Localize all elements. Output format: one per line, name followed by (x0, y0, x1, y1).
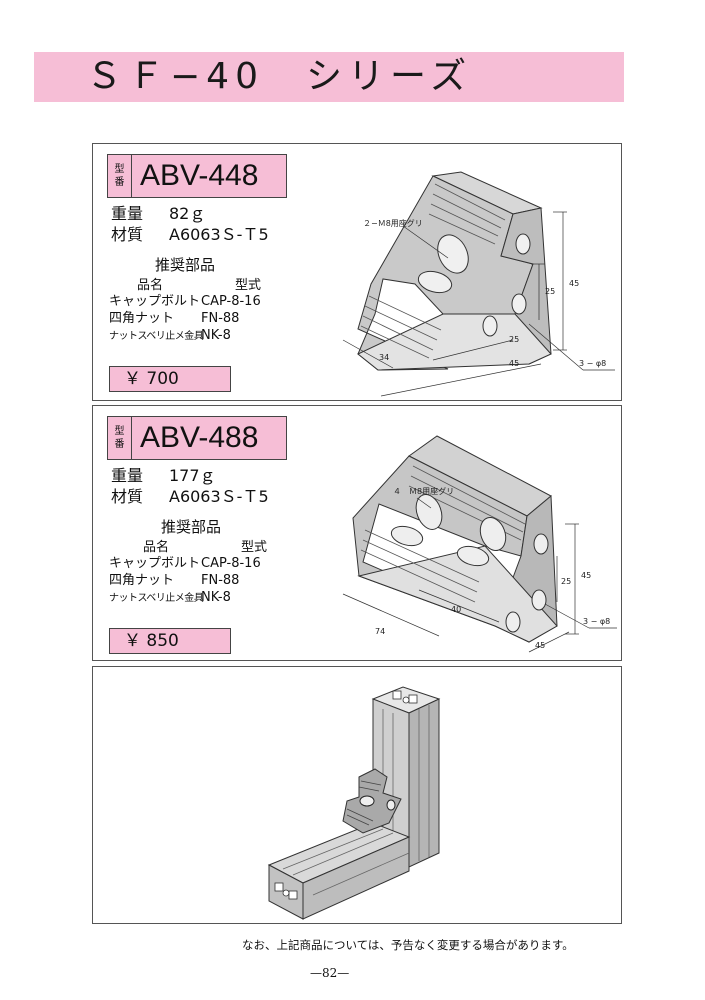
dim-label: 45 (569, 279, 579, 288)
part-name: キャップボルト (109, 294, 201, 309)
part-row: ナットスベリ止メ金具NK-8 (109, 590, 231, 607)
bolt-hole (533, 533, 549, 555)
col-part-name: 品名 (143, 540, 170, 555)
drawing-callout: ４ Ｍ8用座グリ (393, 486, 454, 496)
dim-label: 45 (535, 641, 545, 650)
weight-value: 177ｇ (169, 466, 216, 485)
profile-slot (288, 890, 298, 900)
bolt-hole (511, 293, 527, 315)
model-tag: 型 番 (107, 154, 131, 198)
profile-slot (392, 690, 402, 700)
counterbore (456, 545, 490, 567)
part-name: ナットスベリ止メ金具 (109, 593, 204, 604)
ridges (360, 183, 506, 359)
bolt-hole (531, 589, 547, 611)
dim-label: 40 (451, 605, 461, 614)
product-panel-abv-488: 型 番 ABV-488 重量 177ｇ 材質 A6063Ｓ-Ｔ5 推奨部品 品名 型… (92, 405, 622, 661)
material-row: 材質 A6063Ｓ-Ｔ5 (111, 487, 269, 507)
assembly-illustration (267, 686, 441, 920)
part-model: FN-88 (201, 573, 240, 588)
dim-label: 3 − φ8 (579, 359, 606, 368)
part-row: 四角ナット FN-88 (109, 311, 239, 327)
profile-slot (408, 694, 418, 704)
bracket-drawing: ２−Ｍ8用座グリ 45 25 25 45 34 3 − φ8 (342, 171, 615, 397)
bracket-drawing: ４ Ｍ8用座グリ 45 25 40 74 45 3 − φ8 (342, 435, 617, 653)
model-label: 型 番 ABV-448 (107, 154, 287, 198)
page-title: ＳＦ−40 シリーズ (86, 56, 473, 97)
counterbore (415, 494, 443, 530)
price-box: ￥ 700 (109, 366, 231, 392)
bolt-hole (482, 315, 498, 337)
part-row: 四角ナット FN-88 (109, 573, 239, 589)
horizontal-profile-side (302, 836, 410, 920)
bolt-hole (386, 799, 396, 811)
part-model: NK-8 (201, 590, 231, 605)
model-label: 型 番 ABV-488 (107, 416, 287, 460)
assembly-panel (92, 666, 622, 924)
model-tag: 型 番 (107, 416, 131, 460)
product-panel-abv-448: 型 番 ABV-448 重量 82ｇ 材質 A6063Ｓ-Ｔ5 推奨部品 品名 型式… (92, 143, 622, 401)
material-key: 材質 (111, 487, 144, 506)
dim-label: 25 (561, 577, 571, 586)
weight-row: 重量 177ｇ (111, 466, 216, 486)
dim-label: 74 (375, 627, 385, 636)
profile-core-hole (282, 889, 290, 897)
part-name: 四角ナット (109, 311, 175, 326)
part-name: 四角ナット (109, 573, 175, 588)
dimension-lines (342, 211, 615, 397)
vertical-profile-side (408, 698, 440, 868)
recommended-parts-heading: 推奨部品 (155, 256, 216, 274)
material-key: 材質 (111, 225, 144, 244)
bracket-bottom-face (357, 313, 552, 371)
model-number: ABV-448 (131, 154, 287, 198)
part-name: キャップボルト (109, 556, 201, 571)
dim-label: 34 (379, 353, 389, 362)
profile-slot (274, 882, 284, 892)
col-model: 型式 (235, 278, 262, 293)
weight-value: 82ｇ (169, 204, 206, 223)
dim-label: 25 (545, 287, 555, 296)
part-name: ナットスベリ止メ金具 (109, 331, 204, 342)
drawing-callout: ２−Ｍ8用座グリ (363, 218, 423, 228)
dimension-lines (342, 497, 617, 653)
col-part-name: 品名 (137, 278, 164, 293)
page-number: —82— (310, 966, 350, 980)
recommended-parts-heading: 推奨部品 (161, 518, 222, 536)
model-number: ABV-488 (131, 416, 287, 460)
dim-label: 45 (581, 571, 591, 580)
counterbore (437, 234, 469, 274)
material-value: A6063Ｓ-Ｔ5 (169, 225, 269, 244)
dim-label: 25 (509, 335, 519, 344)
bolt-hole (505, 611, 521, 633)
weight-row: 重量 82ｇ (111, 204, 205, 224)
part-model: FN-88 (201, 311, 240, 326)
title-band (34, 52, 624, 102)
dim-label: 3 − φ8 (583, 617, 610, 626)
footnote: なお、上記商品については、予告なく変更する場合があります。 (242, 938, 574, 952)
bolt-hole (515, 233, 531, 255)
part-model: NK-8 (201, 328, 231, 343)
material-value: A6063Ｓ-Ｔ5 (169, 487, 269, 506)
price-box: ￥ 850 (109, 628, 231, 654)
part-row: キャップボルトCAP-8-16 (109, 556, 261, 572)
part-model: CAP-8-16 (201, 294, 261, 309)
counterbore (479, 517, 507, 551)
weight-key: 重量 (111, 204, 144, 223)
col-model: 型式 (241, 540, 268, 555)
part-row: ナットスベリ止メ金具NK-8 (109, 328, 231, 345)
cap-bolt (359, 795, 375, 807)
counterbore (390, 525, 424, 547)
weight-key: 重量 (111, 466, 144, 485)
part-row: キャップボルトCAP-8-16 (109, 294, 261, 310)
profile-core-hole (402, 696, 410, 704)
material-row: 材質 A6063Ｓ-Ｔ5 (111, 225, 269, 245)
counterbore (417, 270, 453, 294)
part-model: CAP-8-16 (201, 556, 261, 571)
dim-label: 45 (509, 359, 519, 368)
